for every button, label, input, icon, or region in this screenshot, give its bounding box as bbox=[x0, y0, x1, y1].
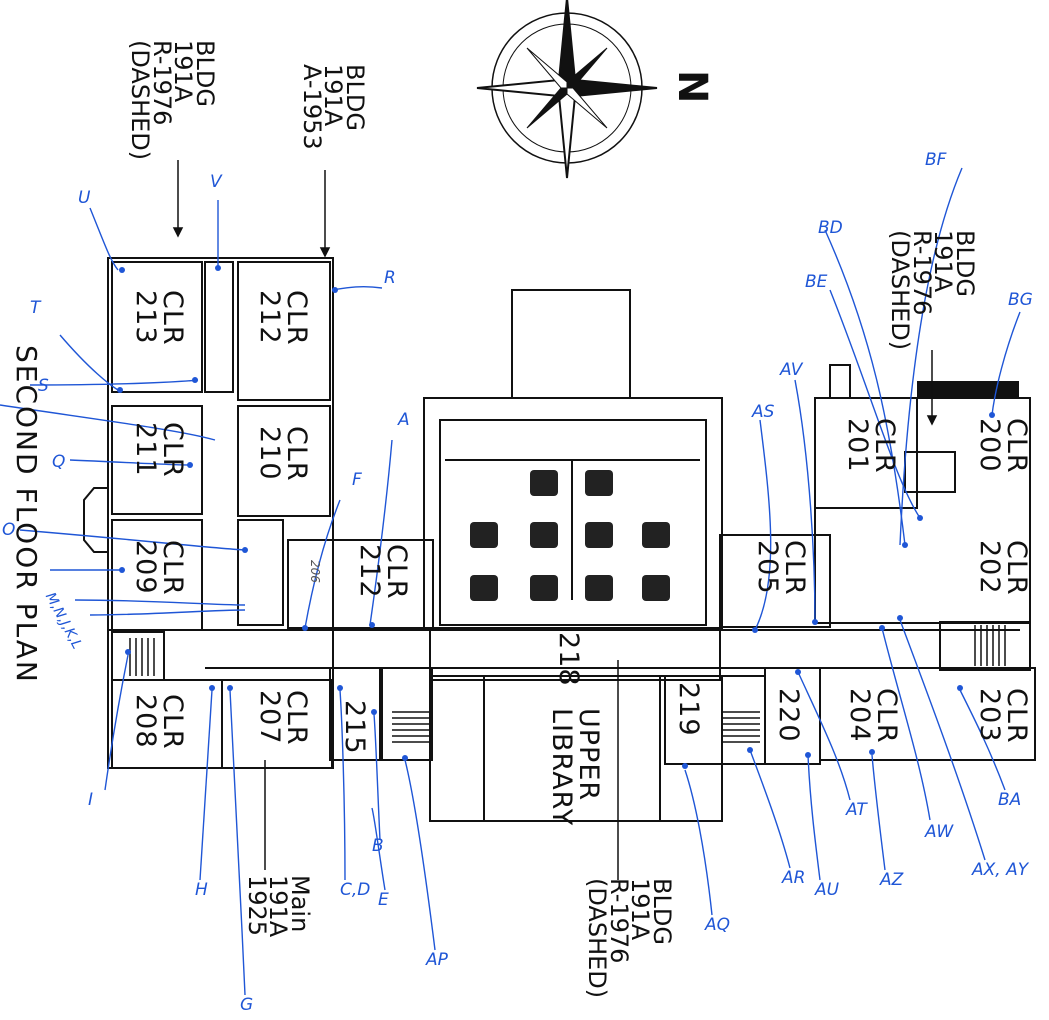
pen-mark-ba: BA bbox=[998, 790, 1022, 810]
plan-title: SECOND FLOOR PLAN bbox=[10, 345, 43, 684]
handwritten-206: 206 bbox=[308, 560, 322, 583]
pen-mark-q: Q bbox=[52, 452, 66, 472]
pen-mark-ar: AR bbox=[782, 868, 806, 888]
pen-mark-r: R bbox=[384, 268, 396, 288]
pen-mark-t: T bbox=[30, 298, 41, 318]
pen-mark-g: G bbox=[240, 995, 254, 1015]
pen-mark-az: AZ bbox=[880, 870, 904, 890]
pen-mark-aw: AW bbox=[925, 822, 954, 842]
room-219: 219 bbox=[673, 682, 704, 737]
compass-rose-icon bbox=[476, 0, 658, 179]
north-label: N bbox=[669, 70, 715, 104]
pen-mark-f: F bbox=[352, 470, 362, 490]
pen-mark-o: O bbox=[2, 520, 16, 540]
pen-mark-cd: C,D bbox=[340, 880, 371, 900]
pen-mark-v: V bbox=[210, 172, 222, 192]
pen-mark-b: B bbox=[372, 836, 384, 856]
pen-mark-au: AU bbox=[815, 880, 840, 900]
pen-mark-as: AS bbox=[752, 402, 775, 422]
pen-mark-u: U bbox=[78, 188, 91, 208]
pen-mark-aq: AQ bbox=[705, 915, 731, 935]
room-218: 218 bbox=[553, 632, 584, 687]
pen-mark-i: I bbox=[88, 790, 94, 810]
pen-annotations bbox=[0, 167, 1021, 996]
pen-mark-h: H bbox=[195, 880, 208, 900]
pen-mark-bg: BG bbox=[1008, 290, 1033, 310]
pen-mark-ax-ay: AX, AY bbox=[972, 860, 1029, 880]
room-220: 220 bbox=[773, 688, 804, 743]
pen-mark-at: AT bbox=[846, 800, 867, 820]
pen-mark-be: BE bbox=[805, 272, 828, 292]
pen-mark-bd: BD bbox=[818, 218, 843, 238]
pen-mark-ap: AP bbox=[426, 950, 448, 970]
stairs-icons bbox=[129, 625, 1006, 743]
pen-mark-e: E bbox=[378, 890, 389, 910]
pen-mark-a: A bbox=[398, 410, 410, 430]
pen-mark-av: AV bbox=[780, 360, 803, 380]
room-215: 215 bbox=[339, 700, 370, 755]
pen-mark-bf: BF bbox=[925, 150, 947, 170]
desk-icons bbox=[470, 470, 670, 601]
pen-mark-s: S bbox=[38, 376, 49, 396]
